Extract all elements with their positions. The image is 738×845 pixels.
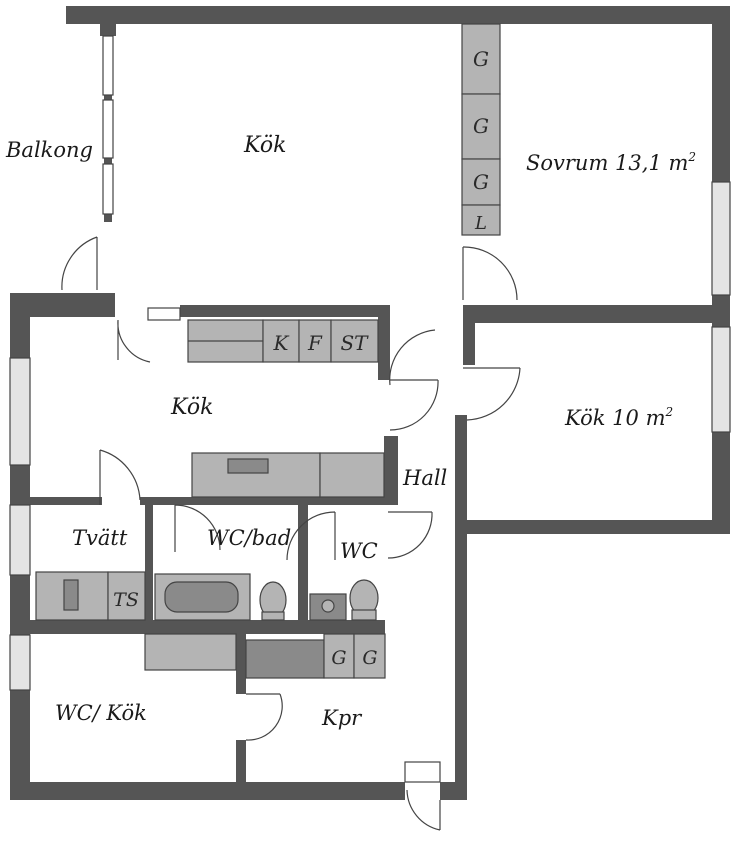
toilet-icon <box>349 579 379 621</box>
kitchen-label-k: K <box>273 331 290 355</box>
room-label-kok-mid: Kök <box>170 395 213 420</box>
room-label-kok-top: Kök <box>243 133 286 158</box>
room-label-kok10: Kök 10 m2 <box>564 405 673 430</box>
closet-label-g2: G <box>473 114 489 138</box>
windows <box>9 35 731 783</box>
toilet-icon <box>259 581 287 621</box>
closet-label-g4: G <box>331 647 346 669</box>
closet-label-g1: G <box>473 47 489 71</box>
walls <box>10 6 730 800</box>
kitchen-label-f: F <box>307 331 323 355</box>
kitchen-counter <box>187 319 379 363</box>
kitchen-island <box>191 452 385 498</box>
closet-label-g3: G <box>473 170 489 194</box>
kitchen-label-st: ST <box>340 331 369 355</box>
laundry-label-ts: TS <box>113 589 139 611</box>
bathtub <box>154 573 251 621</box>
closet-top <box>461 23 501 236</box>
closet-label-l: L <box>474 213 487 234</box>
room-label-wckok: WC/ Kök <box>55 701 147 725</box>
door-swings <box>61 236 521 831</box>
room-label-wcbad: WC/bad <box>207 526 291 550</box>
laundry-fixtures <box>35 571 146 621</box>
room-label-kpr: Kpr <box>321 706 363 730</box>
closet-label-g5: G <box>362 647 377 669</box>
hall-closet <box>144 633 386 679</box>
room-label-wc: WC <box>340 539 378 563</box>
sink-icon <box>309 593 347 621</box>
room-label-tvatt: Tvätt <box>72 526 128 550</box>
room-label-balkong: Balkong <box>5 138 93 162</box>
room-label-hall: Hall <box>402 466 447 490</box>
room-label-sovrum: Sovrum 13,1 m2 <box>526 150 696 175</box>
